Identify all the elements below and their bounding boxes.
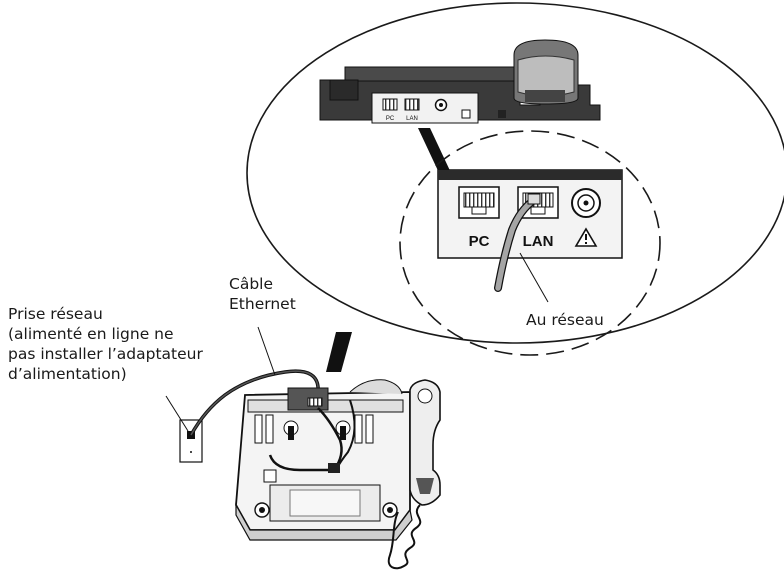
power-jack xyxy=(571,188,601,218)
pc-port xyxy=(458,186,500,219)
network-leader-line xyxy=(519,252,549,303)
svg-text:LAN: LAN xyxy=(406,116,418,122)
desk-phone-rear-view xyxy=(235,379,413,541)
port-panel: PC LAN xyxy=(437,169,623,259)
warning-triangle-icon xyxy=(574,227,598,247)
network-outlet-line-4: d’alimentation) xyxy=(8,365,127,383)
ethernet-cable-line-1: Câble xyxy=(229,275,274,293)
network-outlet-line-2: (alimenté en ligne ne xyxy=(8,325,174,343)
svg-text:PC: PC xyxy=(386,116,395,122)
ethernet-cable xyxy=(189,369,320,436)
handset-icon xyxy=(387,379,441,570)
zoom-pointer xyxy=(326,332,352,372)
ethernet-cable-line-2: Ethernet xyxy=(229,295,296,313)
network-outlet-line-3: pas installer l’adaptateur xyxy=(8,345,203,363)
lan-port-label: LAN xyxy=(523,233,554,250)
detail-pointer xyxy=(418,128,452,175)
to-network-label: Au réseau xyxy=(526,311,604,329)
network-outlet-line-1: Prise réseau xyxy=(8,305,103,323)
cable-leader-line xyxy=(257,326,276,376)
network-outlet-label: Prise réseau (alimenté en ligne ne pas i… xyxy=(8,304,203,384)
outlet-leader-line xyxy=(165,395,189,432)
ethernet-cable-label: Câble Ethernet xyxy=(229,274,296,314)
phone-rear-view: PC LAN xyxy=(319,39,601,124)
wall-jack-icon xyxy=(179,419,203,463)
lan-cable xyxy=(494,193,541,292)
detail-circle xyxy=(399,130,661,356)
pc-port-label: PC xyxy=(469,233,490,250)
